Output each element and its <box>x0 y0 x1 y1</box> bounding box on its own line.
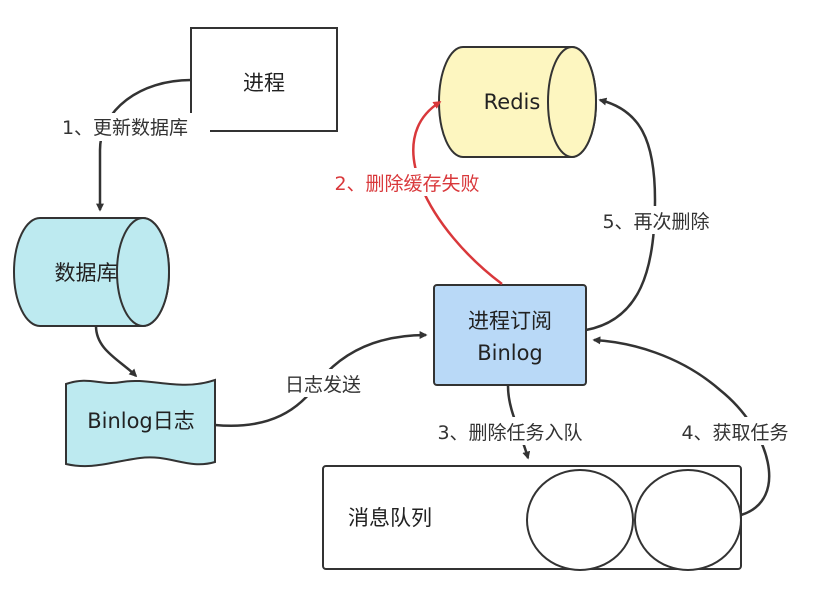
queue-label: 消息队列 <box>348 506 432 530</box>
edge-fetch-task-label: 4、获取任务 <box>681 422 788 444</box>
binlog-node: Binlog日志 <box>65 378 216 468</box>
edge-delete-again-label: 5、再次删除 <box>602 211 709 233</box>
edge-fetch-task: 4、获取任务 <box>592 336 810 517</box>
subscriber-label-line1: 进程订阅 <box>468 309 552 333</box>
edge-delete-cache-failed-label: 2、删除缓存失败 <box>334 173 479 195</box>
queue-slot-2 <box>634 469 742 571</box>
subscriber-label-line2: Binlog <box>477 341 543 365</box>
edge-db-to-binlog <box>94 325 138 378</box>
edge-log-send: 日志发送 <box>214 331 428 427</box>
database-node: 数据库 <box>13 217 170 327</box>
edge-delete-enqueue: 3、删除任务入队 <box>415 385 605 460</box>
redis-label: Redis <box>484 90 541 114</box>
edge-delete-again: 5、再次删除 <box>585 97 730 332</box>
redis-node: Redis <box>438 46 597 158</box>
queue-slot-1 <box>526 469 634 571</box>
edge-log-send-label: 日志发送 <box>285 374 361 396</box>
edge-delete-enqueue-label: 3、删除任务入队 <box>437 422 582 444</box>
database-label: 数据库 <box>55 261 118 285</box>
binlog-label: Binlog日志 <box>87 409 195 433</box>
process-label: 进程 <box>243 71 285 95</box>
subscriber-node: 进程订阅 Binlog <box>433 284 587 386</box>
edge-delete-cache-failed: 2、删除缓存失败 <box>315 100 503 285</box>
edge-update-db: 1、更新数据库 <box>40 78 210 212</box>
edge-update-db-label: 1、更新数据库 <box>62 117 188 139</box>
queue-node: 消息队列 <box>322 465 742 571</box>
process-node: 进程 <box>190 27 338 132</box>
